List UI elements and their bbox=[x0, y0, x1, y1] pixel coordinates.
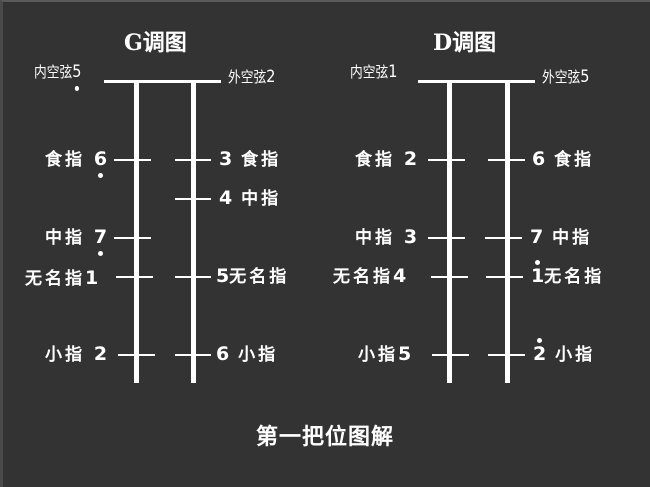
g-outer-label-ring: 5无名指 bbox=[216, 265, 290, 287]
d-inner-tick bbox=[431, 276, 468, 278]
d-open-outer-label: 外空弦5 bbox=[542, 67, 590, 87]
d-outer-tick bbox=[485, 237, 522, 239]
g-open-outer-label: 外空弦2 bbox=[228, 67, 276, 87]
g-outer-label-middle: 4 中指 bbox=[219, 187, 282, 209]
d-inner-tick bbox=[428, 159, 465, 161]
g-outer-label-index: 3 食指 bbox=[219, 148, 282, 170]
g-inner-tick bbox=[114, 237, 151, 239]
d-outer-string bbox=[505, 80, 510, 383]
d-outer-label-middle: 7 中指 bbox=[530, 226, 593, 248]
g-outer-tick bbox=[175, 276, 211, 278]
d-inner-label-middle: 中指 3 bbox=[355, 226, 418, 248]
g-diagram-title: G调图 bbox=[124, 30, 187, 56]
g-inner-label-ring: 无名指1 bbox=[25, 267, 99, 289]
diagram-caption: 第一把位图解 bbox=[255, 425, 394, 450]
g-inner-label-index: 食指 6 bbox=[45, 148, 108, 178]
g-outer-tick bbox=[175, 198, 211, 200]
g-nut-line bbox=[104, 80, 221, 83]
d-open-inner-label: 内空弦1 bbox=[350, 62, 398, 82]
g-open-inner-num: 5 bbox=[72, 62, 82, 91]
d-diagram-title: D调图 bbox=[433, 30, 497, 56]
g-inner-tick bbox=[116, 276, 153, 278]
d-outer-label-pinky: 2 小指 bbox=[533, 338, 596, 365]
d-inner-label-index: 食指 2 bbox=[355, 148, 418, 170]
d-outer-tick bbox=[488, 159, 525, 161]
g-open-inner-label: 内空弦5 bbox=[34, 62, 82, 91]
d-inner-tick bbox=[428, 237, 465, 239]
d-inner-string bbox=[447, 80, 452, 383]
d-outer-tick bbox=[488, 354, 525, 356]
g-inner-tick bbox=[114, 159, 151, 161]
d-nut-line bbox=[418, 80, 535, 83]
g-inner-tick bbox=[118, 354, 155, 356]
g-outer-tick bbox=[175, 354, 211, 356]
g-inner-string bbox=[134, 80, 139, 383]
d-inner-label-ring: 无名指4 bbox=[333, 265, 407, 287]
g-outer-string bbox=[191, 80, 196, 383]
d-inner-tick bbox=[432, 354, 469, 356]
d-inner-label-pinky: 小指5 bbox=[358, 343, 412, 365]
g-inner-label-pinky: 小指 2 bbox=[45, 343, 108, 365]
g-outer-tick bbox=[175, 159, 211, 161]
d-outer-label-ring: 1无名指 bbox=[531, 260, 605, 287]
d-outer-tick bbox=[486, 276, 523, 278]
g-inner-label-middle: 中指 7 bbox=[45, 226, 108, 256]
g-outer-label-pinky: 6 小指 bbox=[216, 343, 279, 365]
d-outer-label-index: 6 食指 bbox=[532, 148, 595, 170]
